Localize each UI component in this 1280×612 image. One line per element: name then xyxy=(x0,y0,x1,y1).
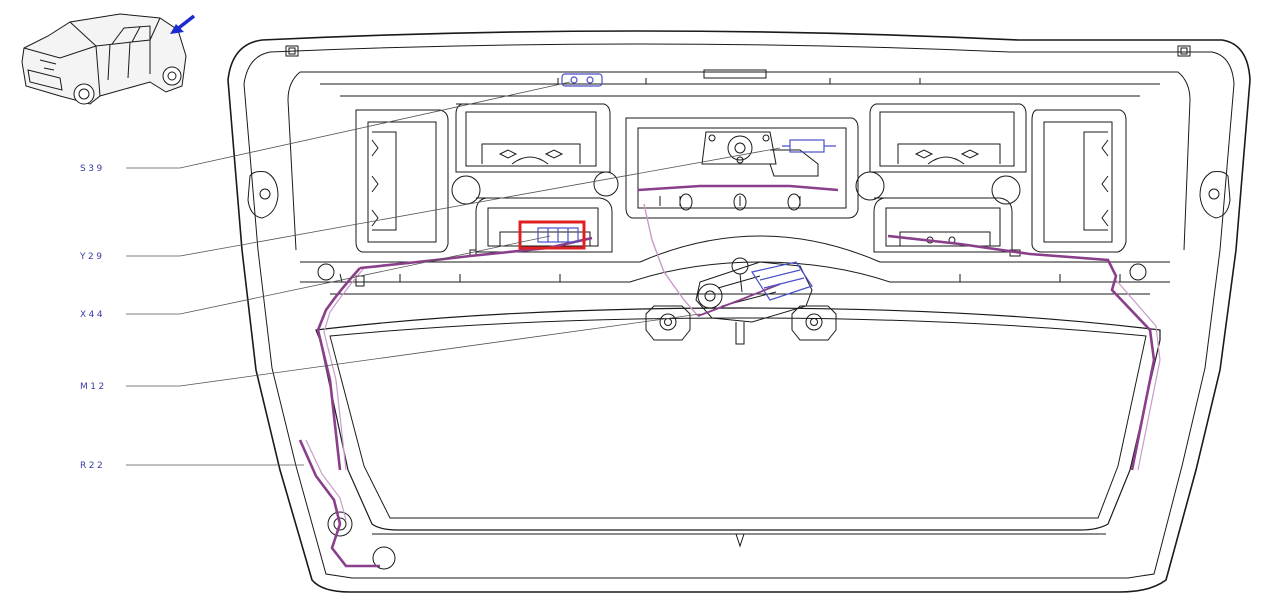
hatchback-car-icon xyxy=(21,13,187,105)
connector-m12 xyxy=(751,261,813,301)
label-s39: S39 xyxy=(80,164,105,174)
connector-s39 xyxy=(561,73,603,87)
label-m12: M12 xyxy=(80,382,107,392)
tailgate-body xyxy=(227,30,1251,593)
location-arrow-icon xyxy=(170,14,196,34)
wiring-harness xyxy=(298,184,1161,568)
connector-y29 xyxy=(782,139,836,153)
connector-x44 xyxy=(537,227,579,243)
label-x44: X44 xyxy=(80,310,105,320)
label-y29: Y29 xyxy=(79,252,104,262)
x44-highlight-box xyxy=(518,220,586,250)
leader-lines xyxy=(126,81,781,466)
label-r22: R22 xyxy=(80,461,105,471)
